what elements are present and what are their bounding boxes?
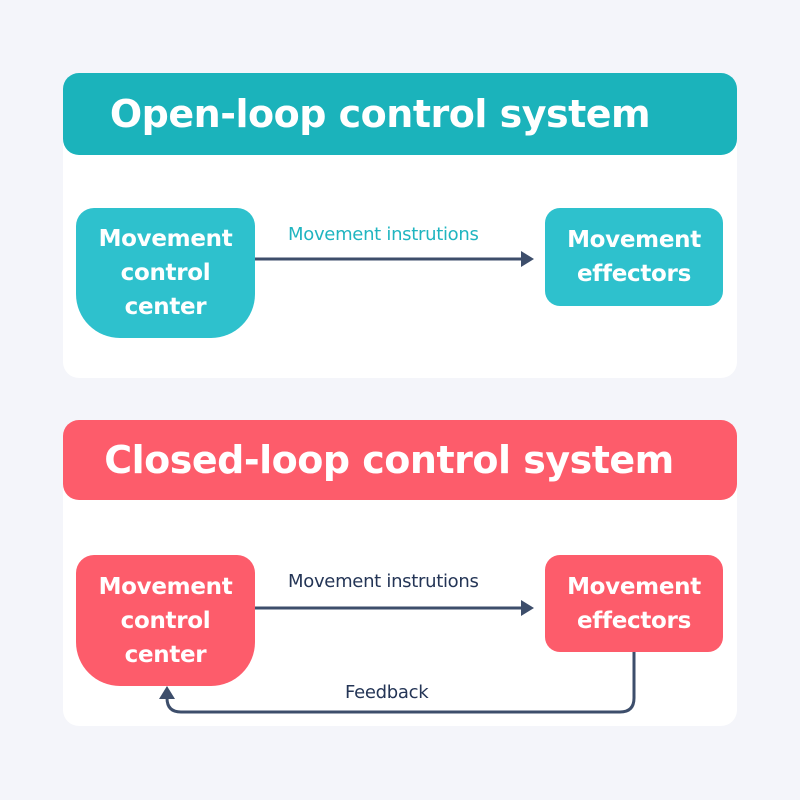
closed-loop-title: Closed-loop control system — [63, 420, 737, 500]
node-label: Movement control center — [98, 573, 233, 668]
feedback-arrow-head — [159, 686, 175, 699]
open-loop-connectors — [255, 251, 534, 267]
feedback-arrow-line — [165, 652, 636, 714]
closed-loop-panel: Closed-loop control system Movement cont… — [63, 420, 737, 726]
movement-effectors-node: Movement effectors — [545, 208, 723, 306]
instructions-label: Movement instrutions — [288, 571, 479, 592]
movement-control-center-node: Movement control center — [76, 555, 255, 686]
node-label: Movement effectors — [567, 227, 701, 287]
instructions-arrow-head — [521, 600, 534, 616]
node-label: Movement control center — [98, 226, 233, 320]
closed-loop-connectors — [159, 600, 636, 714]
instructions-label: Movement instrutions — [288, 224, 479, 245]
feedback-label: Feedback — [345, 682, 429, 703]
movement-effectors-node: Movement effectors — [545, 555, 723, 652]
instructions-arrow-head — [521, 251, 534, 267]
node-label: Movement effectors — [567, 573, 701, 634]
open-loop-panel: Open-loop control system Movement contro… — [63, 73, 737, 378]
open-loop-title: Open-loop control system — [63, 73, 737, 155]
movement-control-center-node: Movement control center — [76, 208, 255, 338]
